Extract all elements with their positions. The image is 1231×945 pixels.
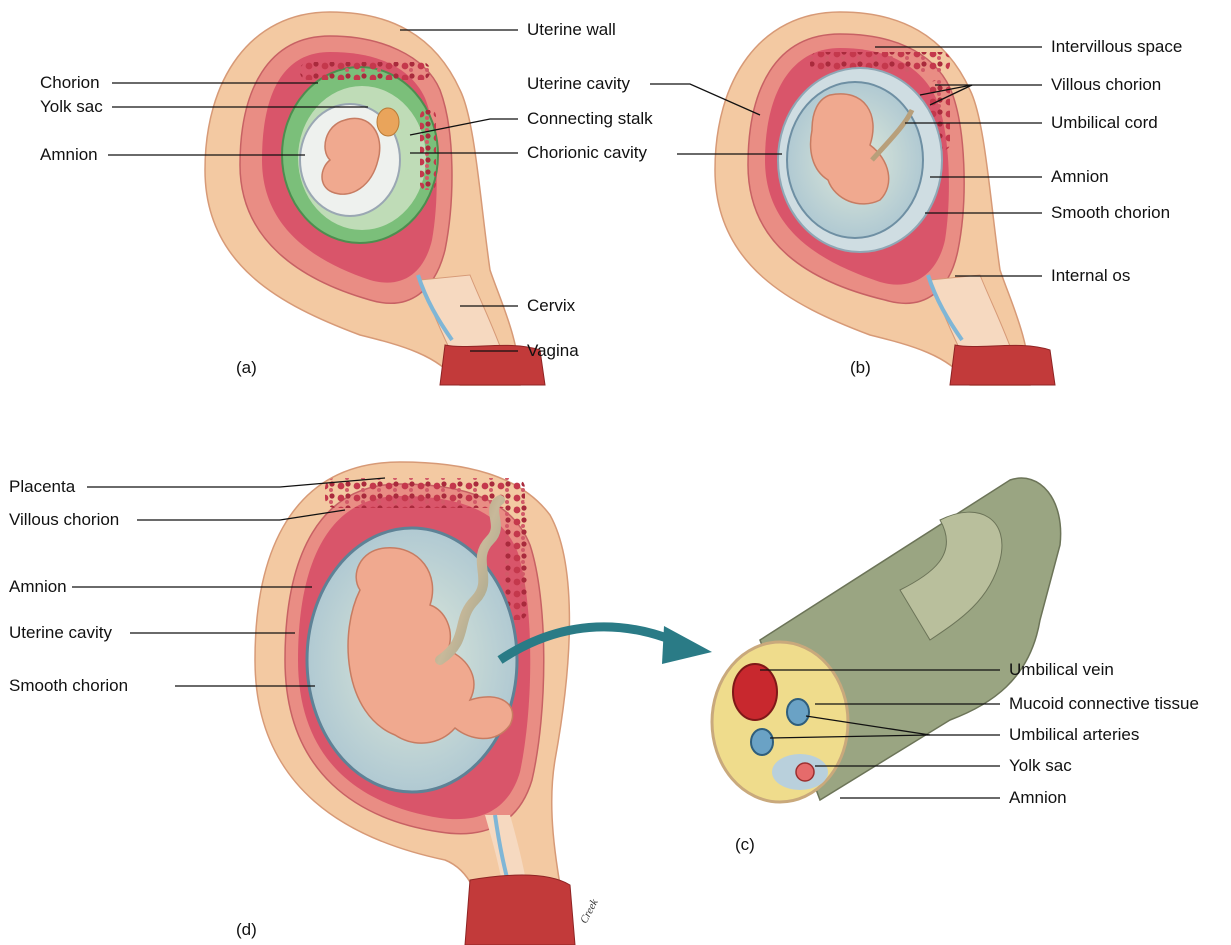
label-mucoid-connective-tissue: Mucoid connective tissue <box>1009 694 1199 714</box>
label-amnion-a: Amnion <box>40 145 98 165</box>
label-villous-chorion-b: Villous chorion <box>1051 75 1161 95</box>
panel-b-uterus <box>715 12 1055 385</box>
label-connecting-stalk: Connecting stalk <box>527 109 653 129</box>
label-umbilical-cord: Umbilical cord <box>1051 113 1158 133</box>
label-yolk-sac: Yolk sac <box>40 97 103 117</box>
vagina-b <box>950 345 1055 385</box>
label-placenta: Placenta <box>9 477 75 497</box>
label-cervix: Cervix <box>527 296 575 316</box>
label-uterine-wall: Uterine wall <box>527 20 616 40</box>
label-uterine-cavity-d: Uterine cavity <box>9 623 112 643</box>
label-villous-chorion-d: Villous chorion <box>9 510 119 530</box>
detail-arrowhead <box>662 626 712 664</box>
label-smooth-chorion-d: Smooth chorion <box>9 676 128 696</box>
panel-tag-d: (d) <box>236 920 257 940</box>
placenta-villi-d-side <box>505 500 527 620</box>
umbilical-vein-shape <box>733 664 777 720</box>
label-internal-os: Internal os <box>1051 266 1130 286</box>
label-umbilical-arteries: Umbilical arteries <box>1009 725 1139 745</box>
yolk-sac-remnant <box>796 763 814 781</box>
label-amnion-d: Amnion <box>9 577 67 597</box>
villi-b <box>810 52 950 72</box>
umbilical-artery-1 <box>787 699 809 725</box>
vagina-d <box>465 875 575 945</box>
yolk-sac-a <box>377 108 399 136</box>
umbilical-artery-2 <box>751 729 773 755</box>
villi-a <box>300 62 430 80</box>
panel-a-uterus <box>205 12 545 385</box>
label-amnion-b: Amnion <box>1051 167 1109 187</box>
label-chorion: Chorion <box>40 73 100 93</box>
label-smooth-chorion-b: Smooth chorion <box>1051 203 1170 223</box>
label-intervillous-space: Intervillous space <box>1051 37 1182 57</box>
label-umbilical-vein: Umbilical vein <box>1009 660 1114 680</box>
label-amnion-c: Amnion <box>1009 788 1067 808</box>
label-vagina: Vagina <box>527 341 579 361</box>
panel-tag-a: (a) <box>236 358 257 378</box>
label-yolk-sac-c: Yolk sac <box>1009 756 1072 776</box>
label-chorionic-cavity: Chorionic cavity <box>527 143 647 163</box>
panel-tag-b: (b) <box>850 358 871 378</box>
label-uterine-cavity-b: Uterine cavity <box>527 74 630 94</box>
panel-c-cord <box>712 478 1061 802</box>
panel-d-uterus <box>255 462 575 945</box>
villi-a-side <box>420 110 436 190</box>
panel-tag-c: (c) <box>735 835 755 855</box>
